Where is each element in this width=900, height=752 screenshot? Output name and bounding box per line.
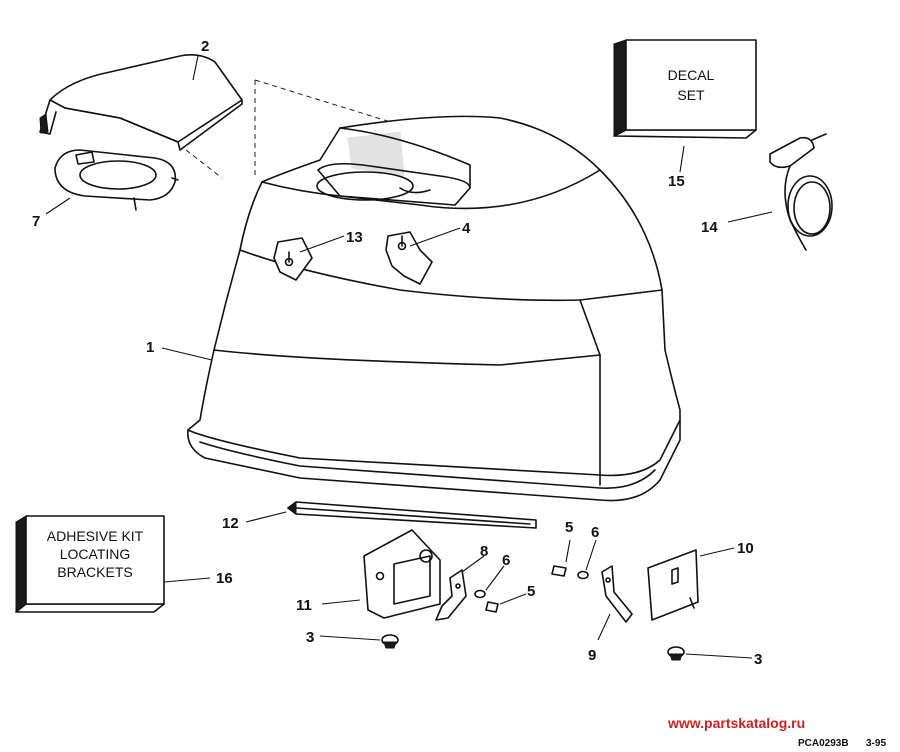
part-5-screw-b [551, 565, 567, 577]
part-4-bracket [385, 231, 433, 285]
callout-4: 4 [462, 220, 471, 237]
part-1-engine-hood [187, 115, 681, 502]
part-7-seal [54, 149, 179, 211]
adhesive-kit-box: ADHESIVE KIT LOCATING BRACKETS [15, 515, 165, 614]
part-12-seal-strip [287, 501, 537, 529]
figure-date: 3-95 [866, 738, 886, 749]
callout-6a: 6 [502, 552, 510, 569]
callout-11: 11 [296, 597, 312, 614]
part-3-grommet-b [667, 646, 685, 661]
part-11-bracket [363, 529, 441, 619]
figure-code: PCA0293B [798, 738, 849, 749]
part-6-washer-b [577, 570, 589, 580]
callout-13: 13 [346, 229, 363, 246]
callout-14: 14 [701, 219, 718, 236]
callout-2: 2 [201, 38, 209, 55]
part-9-bracket [601, 565, 633, 623]
part-3-grommet-a [381, 634, 399, 649]
callout-9: 9 [588, 647, 596, 664]
part-6-washer-a [474, 589, 486, 599]
callout-1: 1 [146, 339, 154, 356]
callout-3a: 3 [306, 629, 314, 646]
callout-7: 7 [32, 213, 40, 230]
guide-lines [185, 79, 411, 179]
adhesive-label-line2: LOCATING [60, 546, 131, 562]
callout-5b: 5 [565, 519, 573, 536]
callout-15: 15 [668, 173, 685, 190]
watermark-url: www.partskatalog.ru [667, 715, 805, 731]
part-10-plate [647, 549, 699, 621]
part-13-bracket [273, 237, 313, 281]
callout-6b: 6 [591, 524, 599, 541]
adhesive-label-line3: BRACKETS [57, 564, 132, 580]
callout-8: 8 [480, 543, 488, 560]
decal-label-line1: DECAL [668, 67, 715, 83]
callout-12: 12 [222, 515, 239, 532]
leader-lines [45, 55, 773, 659]
callout-16: 16 [216, 570, 233, 587]
decal-set-box: DECAL SET [613, 39, 757, 139]
part-8-bracket [435, 569, 467, 621]
decal-label-line2: SET [677, 87, 705, 103]
callout-10: 10 [737, 540, 754, 557]
part-5-screw-a [485, 601, 499, 613]
callout-5a: 5 [527, 583, 535, 600]
adhesive-label-line1: ADHESIVE KIT [47, 528, 144, 544]
part-14-cord [769, 133, 833, 251]
part-2-cover-lid [39, 54, 243, 151]
callout-3b: 3 [754, 651, 762, 668]
